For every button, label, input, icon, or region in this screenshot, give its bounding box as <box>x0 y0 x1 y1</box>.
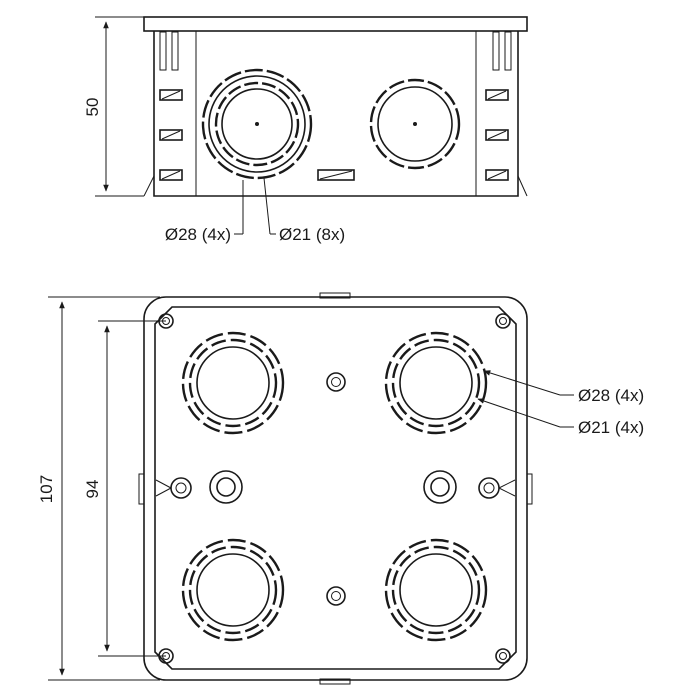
tab-top <box>319 292 351 299</box>
top-knockout-top-left <box>181 331 285 435</box>
side-slots-right <box>485 89 509 181</box>
dim-inner-size-label: 94 <box>83 480 102 499</box>
dim-outer-size-label: 107 <box>37 475 56 503</box>
clip-right-b <box>504 31 512 71</box>
side-view-body <box>153 31 519 197</box>
corner-holes <box>158 313 511 664</box>
callout-side-d21: Ø21 (8x) <box>279 225 345 244</box>
top-knockout-bottom-right <box>384 538 488 642</box>
mounting-bosses <box>209 470 457 504</box>
top-view: 107 94 Ø28 (4x) Ø21 (4x) <box>37 292 644 685</box>
top-knockout-bottom-left <box>181 538 285 642</box>
side-center-slot <box>317 169 355 181</box>
dim-outer-size: 107 <box>37 296 160 681</box>
callout-top-d28: Ø28 (4x) <box>578 386 644 405</box>
center-holes <box>326 372 346 606</box>
side-slots-left <box>159 89 183 181</box>
keyhole-slots <box>155 477 516 499</box>
callout-side-d28: Ø28 (4x) <box>165 225 231 244</box>
callout-top-d21: Ø21 (4x) <box>578 418 644 437</box>
dim-side-height-label: 50 <box>83 98 102 117</box>
top-view-inner <box>154 306 517 670</box>
side-foot-right <box>517 175 528 197</box>
side-view-lid <box>143 16 528 32</box>
side-knockout-large <box>201 68 313 180</box>
side-view: 50 Ø28 (4x) Ø21 (8x) <box>83 16 528 244</box>
top-knockout-top-right <box>384 331 488 435</box>
clip-right-a <box>492 31 500 71</box>
tab-right <box>526 473 533 505</box>
tab-left <box>138 473 145 505</box>
clip-left-a <box>159 31 167 71</box>
clip-left-b <box>171 31 179 71</box>
side-foot-left <box>143 175 155 197</box>
side-knockout-small <box>369 78 461 170</box>
dim-inner-size: 94 <box>83 320 166 657</box>
top-callouts: Ø28 (4x) Ø21 (4x) <box>477 370 644 437</box>
tab-bottom <box>319 678 351 685</box>
side-callouts: Ø28 (4x) Ø21 (8x) <box>165 177 345 244</box>
dim-side-height: 50 <box>83 16 144 197</box>
